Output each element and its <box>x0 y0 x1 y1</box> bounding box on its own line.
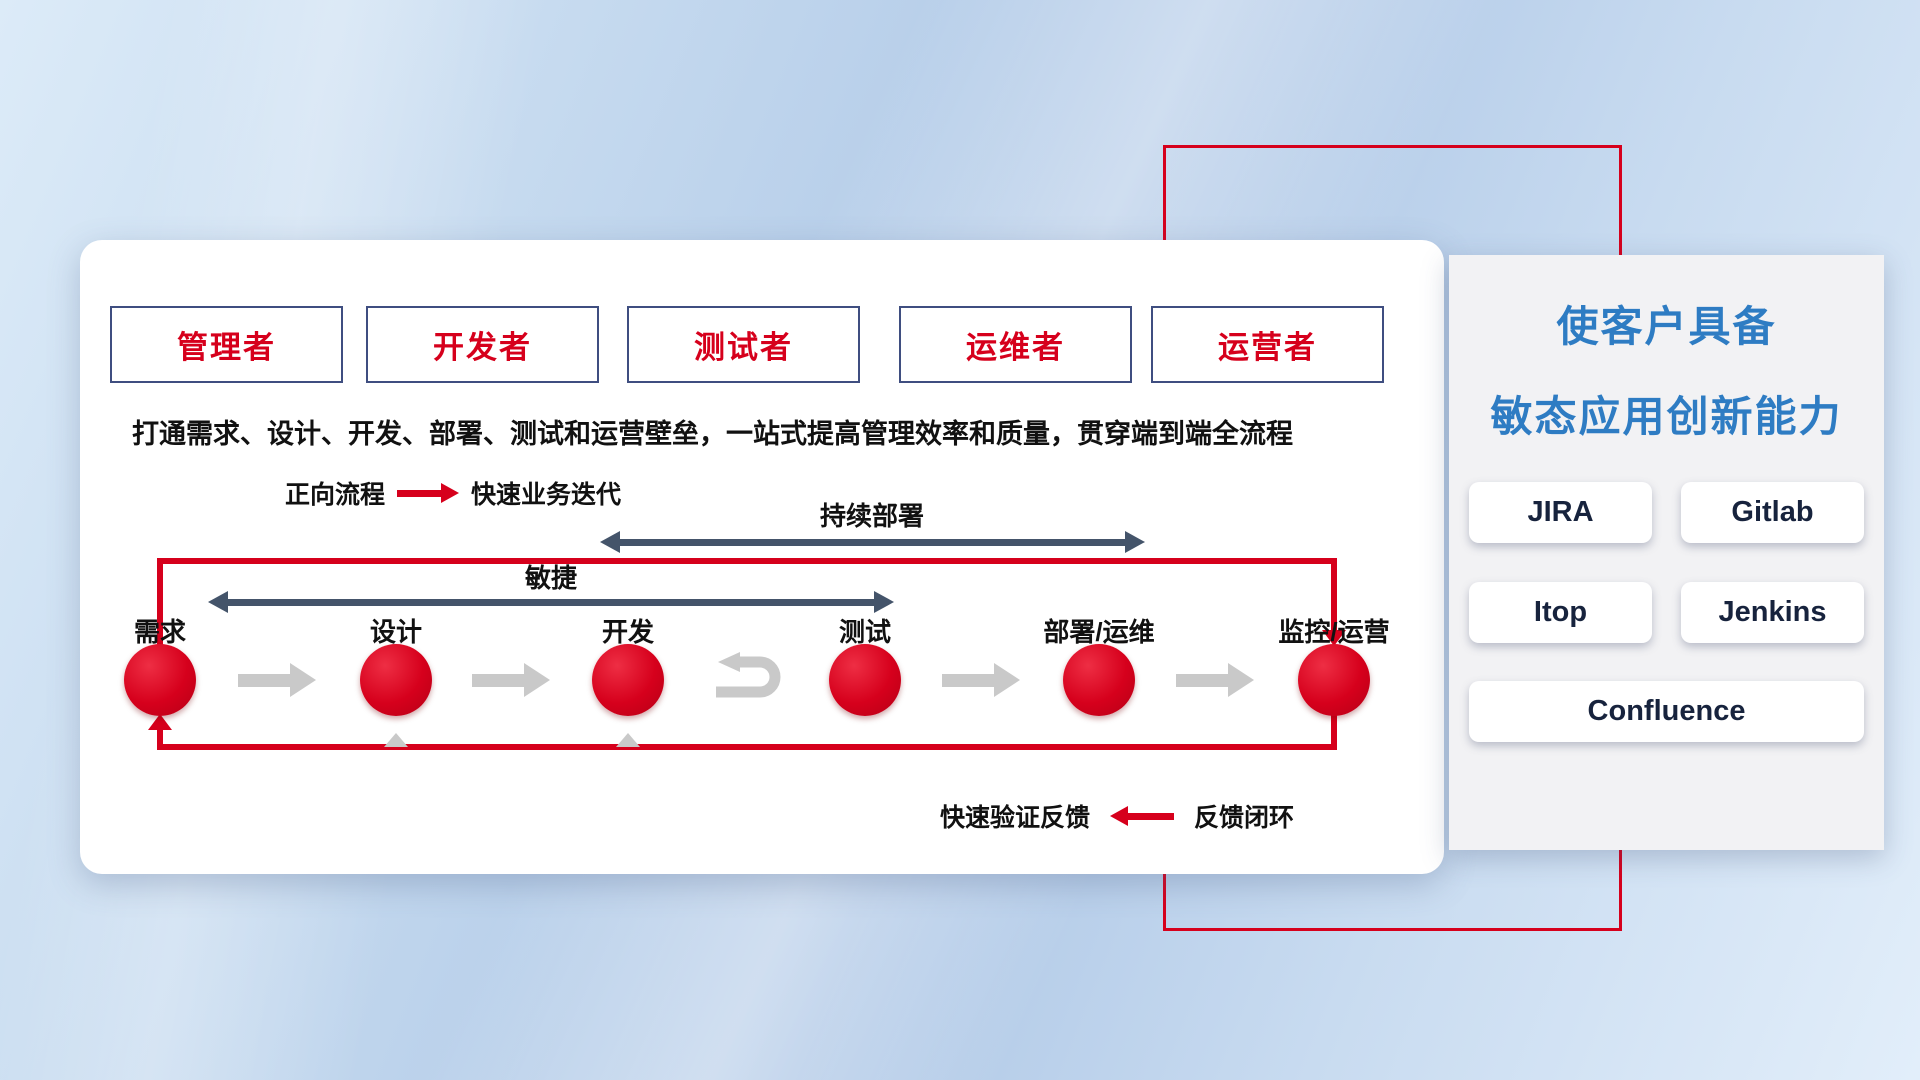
role-box-developer: 开发者 <box>366 306 599 383</box>
continuous-deployment-span-arrow-icon <box>600 531 1145 553</box>
node-label-design: 设计 <box>369 617 422 647</box>
red-loop-top-line <box>157 558 1337 564</box>
role-box-ops: 运维者 <box>899 306 1132 383</box>
red-loop-down-arrowhead-icon <box>1322 630 1346 646</box>
feedback-legend-desc: 快速验证反馈 <box>940 804 1091 832</box>
forward-legend: 正向流程 快速业务迭代 <box>285 478 622 509</box>
headline-text: 打通需求、设计、开发、部署、测试和运营壁垒，一站式提高管理效率和质量，贯穿端到端… <box>132 419 1293 449</box>
forward-legend-desc: 快速业务迭代 <box>471 481 622 509</box>
feedback-up-arrow-icon <box>616 716 640 747</box>
feedback-arrow-icon <box>1110 806 1175 826</box>
red-loop-left-line <box>157 558 163 648</box>
panel-title-line2: 敏态应用创新能力 <box>1490 393 1843 440</box>
node-circle-design <box>360 644 432 716</box>
node-circle-deploy-ops <box>1063 644 1135 716</box>
feedback-legend-label: 反馈闭环 <box>1194 804 1295 832</box>
red-loop-bottom-left-line <box>157 730 163 750</box>
role-box-operator: 运营者 <box>1151 306 1384 383</box>
red-loop-bottom-line <box>157 744 1337 750</box>
node-label-test: 测试 <box>838 617 891 647</box>
capability-panel: 使客户具备 敏态应用创新能力 JIRA Gitlab Itop Jenkins … <box>1449 255 1884 850</box>
tool-card-jenkins: Jenkins <box>1681 582 1864 643</box>
node-circle-requirement <box>124 644 196 716</box>
red-loop-up-arrowhead-icon <box>148 714 172 730</box>
flow-arrow-icon <box>1176 663 1254 697</box>
role-label-developer: 开发者 <box>433 330 532 365</box>
continuous-deployment-label: 持续部署 <box>819 501 924 531</box>
agile-span-arrow-icon <box>208 591 894 613</box>
panel-title-line1: 使客户具备 <box>1556 303 1777 350</box>
node-circle-develop <box>592 644 664 716</box>
node-label-deploy-ops: 部署/运维 <box>1043 617 1155 647</box>
node-label-monitor-operation: 监控/运营 <box>1278 617 1390 647</box>
node-label-requirement: 需求 <box>133 617 186 647</box>
role-label-manager: 管理者 <box>177 330 276 365</box>
node-circle-test <box>829 644 901 716</box>
flow-arrow-icon <box>472 663 550 697</box>
red-loop-right-line <box>1331 558 1337 632</box>
feedback-legend: 快速验证反馈 反馈闭环 <box>940 800 1294 832</box>
tool-card-itop: Itop <box>1469 582 1652 643</box>
role-box-tester: 测试者 <box>627 306 860 383</box>
forward-legend-label: 正向流程 <box>285 481 386 509</box>
node-circle-monitor-operation <box>1298 644 1370 716</box>
iteration-loop-icon <box>700 650 796 713</box>
forward-arrow-icon <box>397 483 460 503</box>
agile-label: 敏捷 <box>524 563 577 593</box>
tool-card-gitlab: Gitlab <box>1681 482 1864 543</box>
red-loop-bottom-right-line <box>1331 714 1337 750</box>
flow-arrow-icon <box>942 663 1020 697</box>
devops-flow-card: 管理者 开发者 测试者 运维者 运营者 打通需求、设计、开发、部署、测试和运营壁… <box>80 240 1444 874</box>
node-label-develop: 开发 <box>601 617 654 647</box>
feedback-up-arrow-icon <box>384 716 408 747</box>
role-label-ops: 运维者 <box>966 330 1065 365</box>
flow-arrow-icon <box>238 663 316 697</box>
role-label-operator: 运营者 <box>1218 330 1317 365</box>
role-label-tester: 测试者 <box>694 330 793 365</box>
tool-card-jira: JIRA <box>1469 482 1652 543</box>
role-box-manager: 管理者 <box>110 306 343 383</box>
tool-card-confluence: Confluence <box>1469 681 1864 742</box>
